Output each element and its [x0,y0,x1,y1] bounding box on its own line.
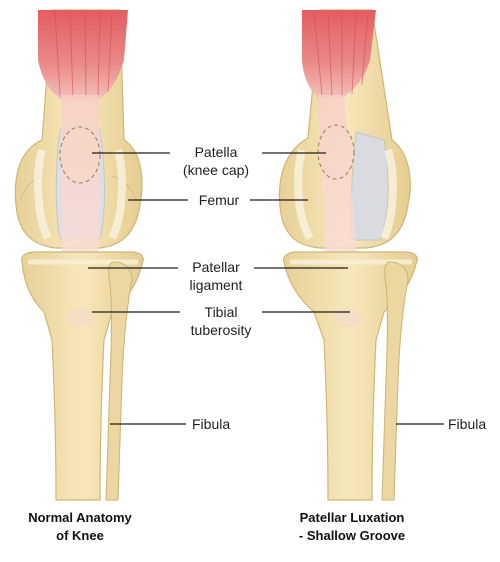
caption-normal-line1: Normal Anatomy [28,510,132,525]
trochlear-groove-right [351,132,388,240]
patella-left [60,127,100,183]
label-tibial-tuberosity-line1: Tibial [205,304,238,320]
caption-normal-line2: of Knee [56,528,104,543]
label-patellar-ligament-line2: ligament [190,277,243,293]
label-fibula-right: Fibula [448,416,486,432]
normal-knee-illustration [15,10,143,500]
label-tibial-tuberosity-line2: tuberosity [191,322,252,338]
caption-luxation-line1: Patellar Luxation [300,510,405,525]
patella-right [318,125,354,179]
label-patellar-ligament-line1: Patellar [192,259,240,275]
label-patella-line2: (knee cap) [183,162,249,178]
label-patella-line1: Patella [195,144,238,160]
label-fibula-center: Fibula [192,416,230,432]
label-femur: Femur [199,192,240,208]
luxated-knee-illustration [279,10,417,500]
caption-luxation-line2: - Shallow Groove [299,528,405,543]
